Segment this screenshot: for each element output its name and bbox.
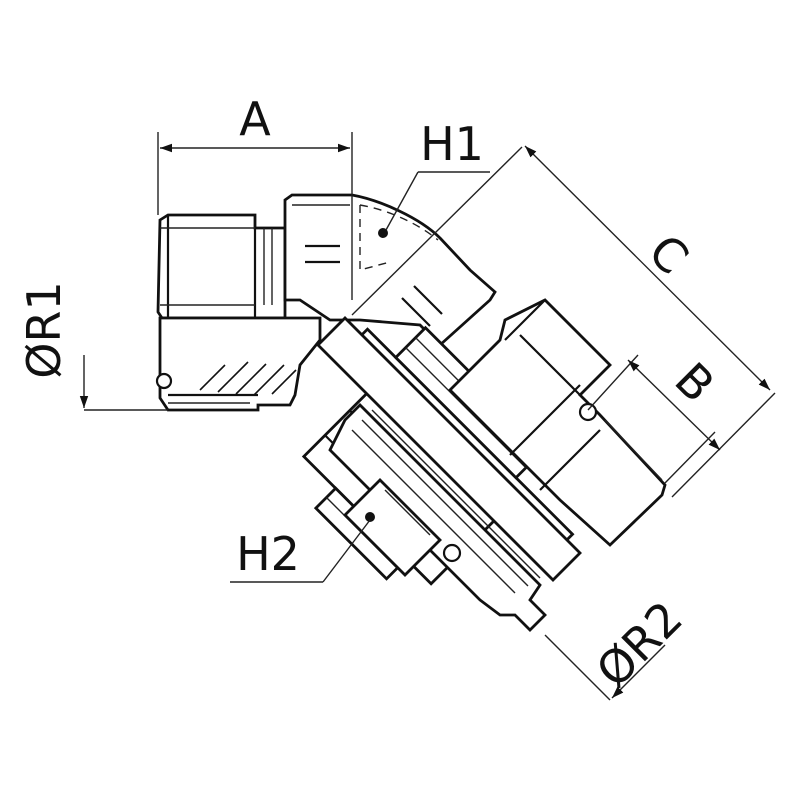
dim-h2-label: H2	[236, 527, 300, 581]
left-thread-hatch	[199, 361, 297, 396]
o-ring-right	[578, 402, 598, 422]
left-thread-body	[155, 213, 322, 412]
dim-c-label: C	[638, 224, 699, 285]
h2-boss	[343, 478, 462, 577]
dim-r1-label: ØR1	[17, 281, 71, 378]
o-ring-lower	[442, 543, 462, 563]
central-flange	[316, 316, 582, 582]
dim-r1: ØR1	[17, 281, 168, 411]
h1-point	[378, 228, 388, 238]
dim-r2-label: ØR2	[586, 591, 693, 698]
dim-a-label: A	[239, 92, 271, 146]
h2-point	[365, 512, 375, 522]
dim-a: A	[157, 92, 353, 215]
dim-h1: H1	[385, 117, 490, 231]
dim-r2: ØR2	[544, 591, 693, 701]
dim-h1-label: H1	[420, 117, 484, 171]
o-ring-left	[155, 372, 173, 390]
dim-b-label: B	[664, 352, 725, 413]
elbow-body	[283, 193, 497, 347]
dim-h2: H2	[230, 519, 371, 583]
